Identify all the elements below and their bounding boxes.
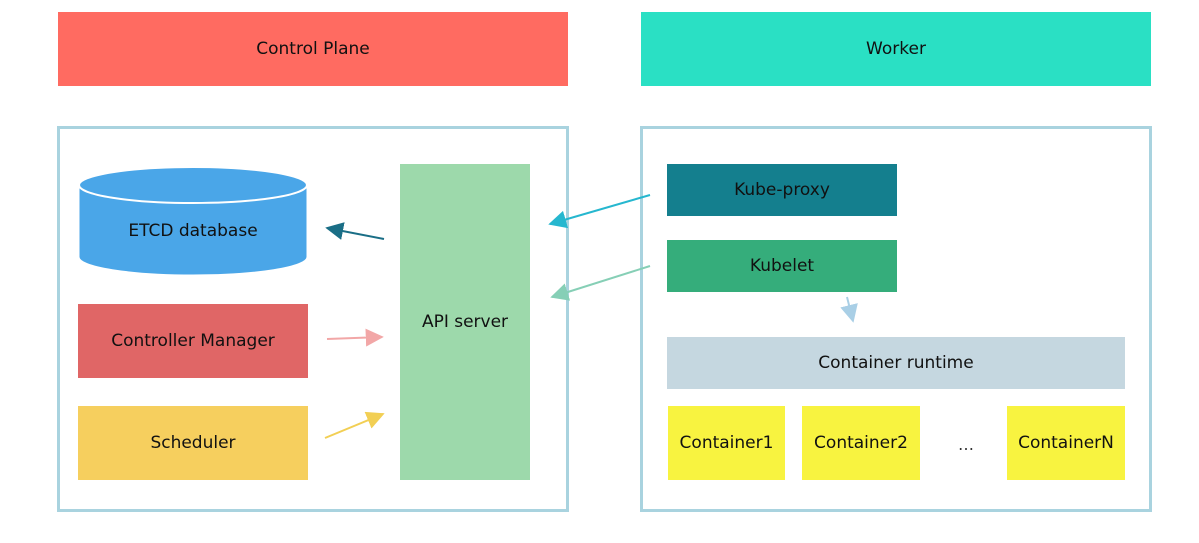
etcd-database-cylinder [78, 166, 308, 276]
kubelet-label: Kubelet [749, 256, 815, 276]
control-plane-title: Control Plane [256, 39, 370, 59]
container-box: Container1 [668, 406, 785, 480]
kubelet-box: Kubelet [667, 240, 897, 292]
controller-manager-label: Controller Manager [111, 331, 275, 351]
arrow-kubelet-to-runtime [840, 296, 858, 323]
container-box: Container2 [802, 406, 920, 480]
kube-proxy-label: Kube-proxy [734, 180, 830, 200]
container-label: ContainerN [1018, 433, 1114, 453]
arrow-kubeproxy-to-api [548, 194, 651, 229]
arrow-api-to-etcd [325, 222, 385, 240]
control-plane-header: Control Plane [58, 12, 568, 86]
scheduler-label: Scheduler [150, 433, 236, 453]
arrow-scheduler-to-api [324, 411, 385, 439]
container-runtime-box: Container runtime [667, 337, 1125, 389]
arrow-kubelet-to-api [550, 265, 651, 301]
controller-manager-box: Controller Manager [78, 304, 308, 378]
arrow-controller-to-api [326, 328, 384, 347]
api-server-box: API server [400, 164, 530, 480]
container-ellipsis: … [958, 434, 974, 454]
worker-title: Worker [866, 39, 926, 59]
api-server-label: API server [421, 312, 509, 332]
kube-proxy-box: Kube-proxy [667, 164, 897, 216]
etcd-database-label: ETCD database [128, 221, 258, 241]
container-box: ContainerN [1007, 406, 1125, 480]
scheduler-box: Scheduler [78, 406, 308, 480]
container-runtime-label: Container runtime [818, 353, 974, 373]
container-label: Container1 [679, 433, 774, 453]
worker-header: Worker [641, 12, 1151, 86]
container-label: Container2 [814, 433, 908, 453]
